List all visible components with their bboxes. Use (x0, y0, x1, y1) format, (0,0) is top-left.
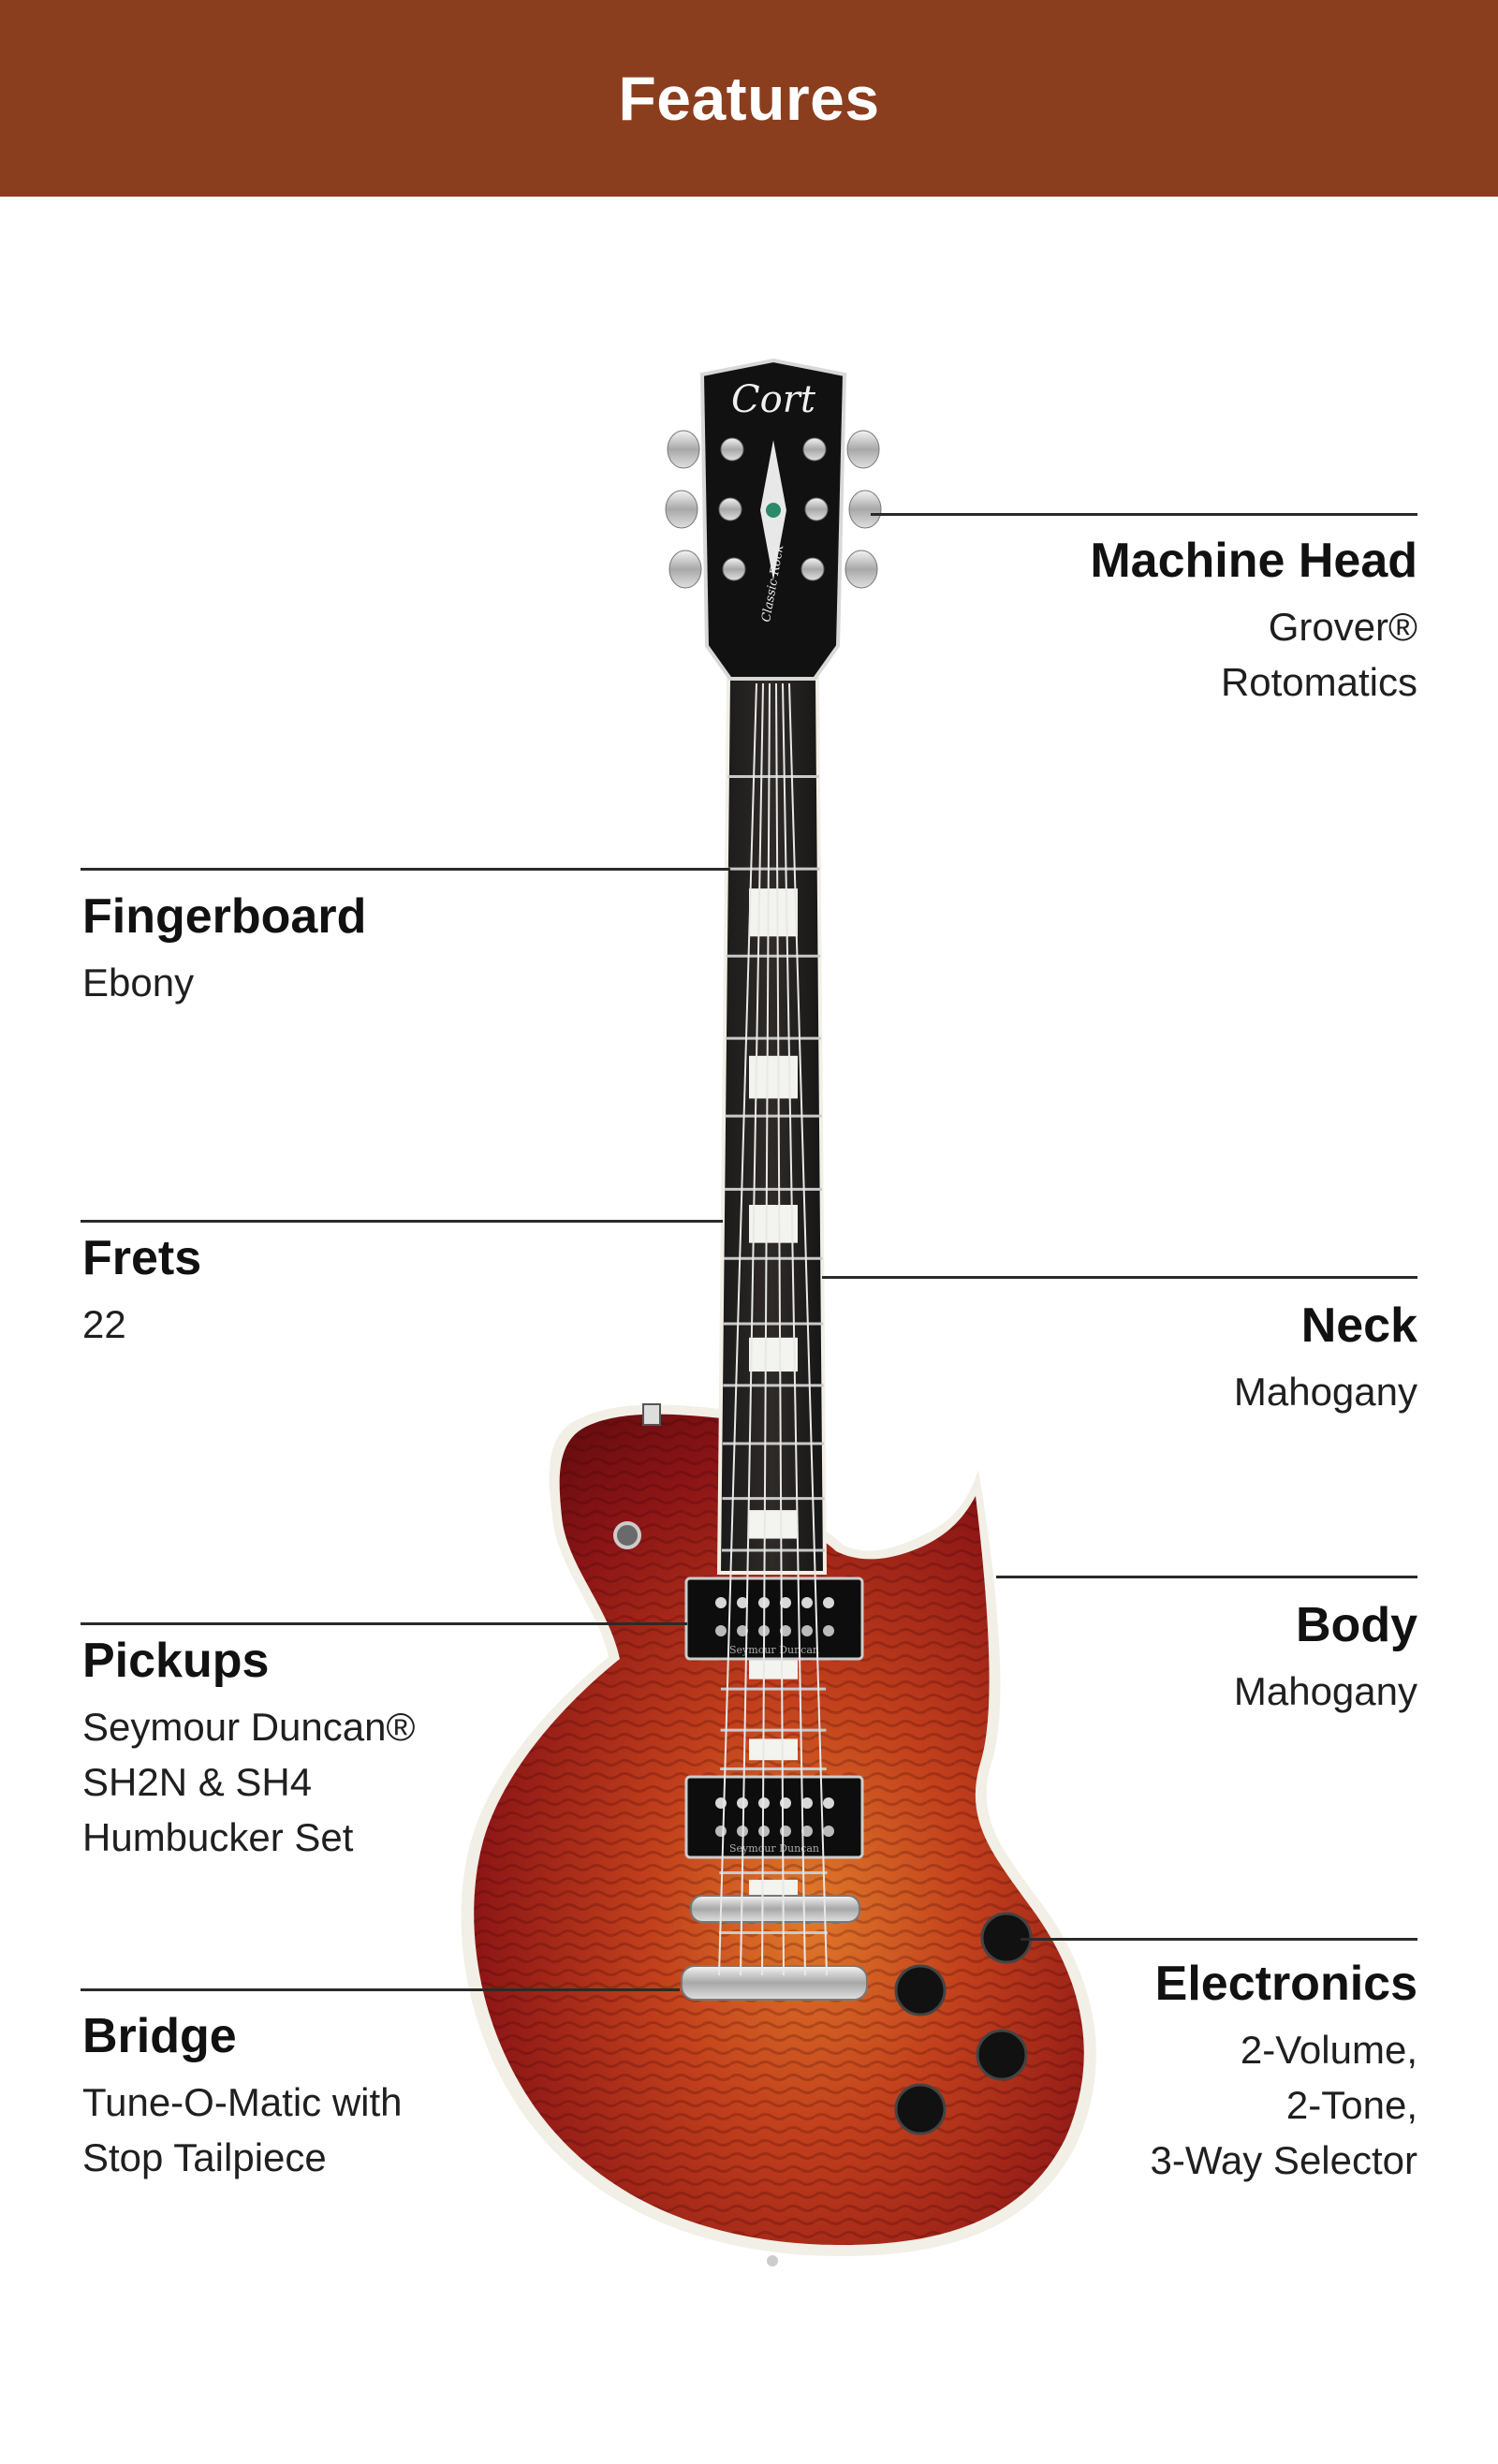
bridge-pickup: Seymour Duncan (684, 1775, 864, 1859)
feature-value: Mahogany (1233, 1669, 1417, 1714)
tuner-post (722, 557, 746, 581)
feature-value: 22 (82, 1302, 126, 1347)
pole-piece (737, 1797, 748, 1809)
block-inlay (749, 1204, 798, 1243)
tuner-post (802, 437, 827, 462)
selector-tip (642, 1403, 661, 1426)
feature-title: Pickups (82, 1634, 270, 1688)
pole-pieces (715, 1597, 834, 1837)
block-inlay (749, 888, 798, 937)
feature-neck: Neck Mahogany (931, 1297, 1417, 1419)
pole-piece (823, 1625, 834, 1636)
pole-piece (780, 1597, 791, 1608)
block-inlay (749, 1879, 798, 1898)
selector-switch (613, 1521, 641, 1549)
tuner-button (848, 490, 882, 529)
feature-electronics: Electronics 2-Volume, 2-Tone, 3-Way Sele… (931, 1955, 1417, 2188)
tuner-button (846, 430, 880, 469)
pole-piece (801, 1797, 813, 1809)
pole-piece (737, 1597, 748, 1608)
volume-knob-1 (894, 1964, 947, 2017)
string (788, 682, 828, 1976)
pole-piece (823, 1597, 834, 1608)
headstock-logo: Cort (731, 378, 816, 421)
pole-piece (823, 1797, 834, 1809)
feature-title: Electronics (1154, 1957, 1417, 2011)
feature-title: Body (1296, 1598, 1417, 1652)
feature-title: Machine Head (1090, 534, 1417, 588)
string (775, 682, 785, 1976)
tone-knob-1 (894, 2083, 947, 2135)
pole-piece (801, 1625, 813, 1636)
control-knobs (894, 1912, 1033, 2135)
tuner-post (720, 437, 744, 462)
pole-piece (780, 1625, 791, 1636)
tuner-button (668, 550, 702, 589)
strings (718, 682, 828, 1976)
block-inlay (749, 1337, 798, 1372)
pole-piece (801, 1597, 813, 1608)
tuner-button (665, 490, 698, 529)
leader-machine-head (871, 513, 1417, 516)
leader-bridge (81, 1988, 680, 1991)
tuner-post (800, 557, 825, 581)
tuner-button (844, 550, 878, 589)
svg-text:Seymour Duncan: Seymour Duncan (729, 1842, 819, 1855)
feature-title: Bridge (82, 2009, 237, 2063)
tuner-post (718, 497, 742, 521)
feature-bridge: Bridge Tune-O-Matic with Stop Tailpiece (82, 2007, 569, 2185)
block-inlay (749, 1738, 798, 1761)
string (761, 682, 771, 1976)
feature-body: Body Mahogany (931, 1596, 1417, 1719)
tuner-post (804, 497, 829, 521)
leader-pickups (81, 1622, 687, 1625)
leader-neck (822, 1276, 1417, 1279)
header-bar: Features (0, 0, 1498, 197)
pole-piece (780, 1797, 791, 1809)
string (718, 682, 757, 1976)
feature-title: Frets (82, 1231, 202, 1285)
neck-pickup: Seymour Duncan (684, 1577, 864, 1661)
feature-pickups: Pickups Seymour Duncan® SH2N & SH4 Humbu… (82, 1632, 569, 1865)
feature-value: Ebony (82, 961, 195, 1005)
headstock: Cort Classic Rock (665, 358, 882, 681)
block-inlay (749, 1510, 798, 1539)
tuning-pegs (665, 430, 882, 589)
feature-value: Tune-O-Matic with Stop Tailpiece (82, 2080, 403, 2180)
tune-o-matic-bridge (690, 1895, 860, 1923)
page-title: Features (618, 64, 880, 133)
pole-piece (758, 1826, 770, 1837)
feature-frets: Frets 22 (82, 1229, 569, 1352)
feature-value: Grover® Rotomatics (1220, 605, 1417, 705)
string (782, 682, 806, 1976)
feature-machine-head: Machine Head Grover® Rotomatics (931, 532, 1417, 710)
pole-piece (737, 1625, 748, 1636)
pole-piece (801, 1826, 813, 1837)
feature-title: Neck (1300, 1298, 1417, 1353)
stop-tailpiece (681, 1965, 868, 2001)
feature-fingerboard: Fingerboard Ebony (82, 887, 569, 1010)
leader-fingerboard (81, 868, 730, 871)
string (740, 682, 764, 1976)
leader-body (996, 1576, 1417, 1578)
pole-piece (823, 1826, 834, 1837)
feature-value: Seymour Duncan® SH2N & SH4 Humbucker Set (82, 1705, 416, 1860)
leader-frets (81, 1220, 723, 1223)
leader-electronics (1021, 1938, 1417, 1941)
pole-piece (715, 1625, 727, 1636)
tuner-button (667, 430, 700, 469)
pole-piece (715, 1826, 727, 1837)
feature-title: Fingerboard (82, 889, 367, 944)
feature-value: 2-Volume, 2-Tone, 3-Way Selector (1150, 2028, 1417, 2183)
svg-text:Seymour Duncan: Seymour Duncan (729, 1644, 819, 1656)
pole-piece (780, 1826, 791, 1837)
tone-knob-2 (976, 2029, 1028, 2081)
pole-piece (715, 1597, 727, 1608)
feature-value: Mahogany (1233, 1370, 1417, 1415)
strap-button (767, 2255, 778, 2266)
